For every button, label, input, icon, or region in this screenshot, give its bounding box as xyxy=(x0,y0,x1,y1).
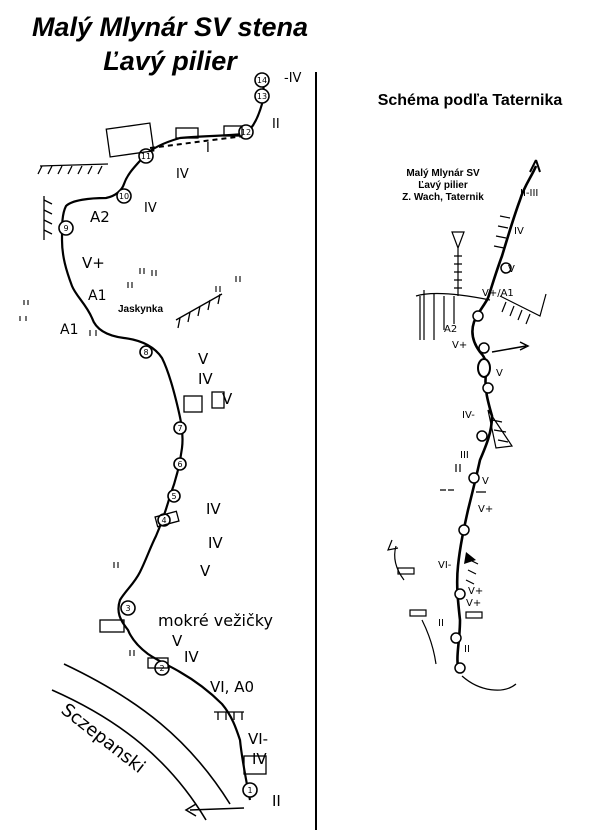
grade-label: IV xyxy=(208,534,223,552)
right-grades: II-III IV V V+/A1 A2 V+ V IV- III V V+ V… xyxy=(438,188,538,655)
cave-label: Jaskynka xyxy=(118,304,164,315)
belay-point xyxy=(458,524,470,536)
grade-label: V xyxy=(200,562,211,580)
grade-label: A2 xyxy=(444,324,457,335)
grade-label: IV xyxy=(198,370,213,388)
svg-text:4: 4 xyxy=(161,516,166,525)
belay-point xyxy=(173,457,187,471)
belay-point xyxy=(476,430,488,442)
grade-label: V+ xyxy=(468,586,483,597)
belay-point xyxy=(450,632,462,644)
grade-label: IV- xyxy=(462,410,475,421)
svg-text:13: 13 xyxy=(257,92,267,101)
grade-label: V+ xyxy=(466,598,481,609)
grade-label: V+ xyxy=(452,340,467,351)
belay-point xyxy=(254,72,270,88)
grade-label: IV xyxy=(176,167,189,182)
inset-caption-line2: Ľavý pilier xyxy=(418,180,468,191)
grade-label: -IV xyxy=(284,71,302,86)
grade-label: IV xyxy=(184,648,199,666)
inset-caption-line1: Malý Mlynár SV xyxy=(406,168,480,179)
grade-label: V xyxy=(198,350,209,368)
grade-label: A2 xyxy=(90,208,110,226)
grade-label: II xyxy=(272,117,280,132)
belay-point xyxy=(167,489,181,503)
belay-point xyxy=(454,588,466,600)
grade-label: V xyxy=(508,264,515,275)
page-title: Malý Mlynár SV stena xyxy=(31,12,309,42)
svg-text:10: 10 xyxy=(119,192,129,201)
svg-text:12: 12 xyxy=(241,128,251,137)
belay-point xyxy=(482,382,494,394)
grade-label: II xyxy=(272,792,281,810)
grade-label: I xyxy=(206,141,210,156)
grade-label: V+/A1 xyxy=(482,288,514,299)
belay-point xyxy=(58,220,74,236)
belay-point xyxy=(254,88,270,104)
grade-label: VI- xyxy=(248,730,268,748)
grade-label: V xyxy=(482,476,489,487)
svg-text:6: 6 xyxy=(177,460,182,469)
belay-point xyxy=(242,782,258,798)
belay-point xyxy=(468,472,480,484)
grade-label: II xyxy=(438,618,444,629)
grade-label: VI, A0 xyxy=(210,678,254,696)
inset-caption: Malý Mlynár SV Ľavý pilier Z. Wach, Tate… xyxy=(385,168,501,204)
grade-label: II-III xyxy=(520,188,538,199)
belay-point xyxy=(116,188,132,204)
grade-label: IV xyxy=(144,201,157,216)
belay-point xyxy=(120,600,136,616)
belay-point xyxy=(454,662,466,674)
wet-towers-label: mokré vežičky xyxy=(158,611,273,630)
grade-label: A1 xyxy=(88,288,106,304)
svg-text:9: 9 xyxy=(63,224,68,233)
grade-label: IV xyxy=(514,226,524,237)
svg-text:8: 8 xyxy=(143,348,148,357)
grade-label: IV xyxy=(206,500,221,518)
inset-caption-line3: Z. Wach, Taternik xyxy=(402,192,484,203)
belay-point xyxy=(472,310,484,322)
svg-text:14: 14 xyxy=(257,76,267,85)
belay-point xyxy=(173,421,187,435)
svg-text:11: 11 xyxy=(141,152,151,161)
svg-text:3: 3 xyxy=(125,604,130,613)
grade-label: IV xyxy=(252,750,267,768)
right-heading: Schéma podľa Taternika xyxy=(377,92,563,109)
grade-label: V+ xyxy=(82,254,105,272)
grade-label: III xyxy=(460,450,469,461)
left-grades: -IV II I IV IV A2 V+ A1 A1 V IV V IV IV … xyxy=(60,71,302,810)
grade-label: V xyxy=(222,390,233,408)
svg-text:7: 7 xyxy=(177,424,182,433)
grade-label: II xyxy=(464,644,470,655)
belay-point xyxy=(500,262,512,274)
page-subtitle: Ľavý pilier xyxy=(103,46,237,76)
grade-label: V+ xyxy=(478,504,493,515)
belay-point xyxy=(139,345,153,359)
grade-label: VI- xyxy=(438,560,452,571)
svg-text:5: 5 xyxy=(171,492,176,501)
grade-label: V xyxy=(496,368,503,379)
svg-text:1: 1 xyxy=(247,786,252,795)
grade-label: A1 xyxy=(60,322,78,338)
grade-label: V xyxy=(172,632,183,650)
belay-point xyxy=(478,342,490,354)
